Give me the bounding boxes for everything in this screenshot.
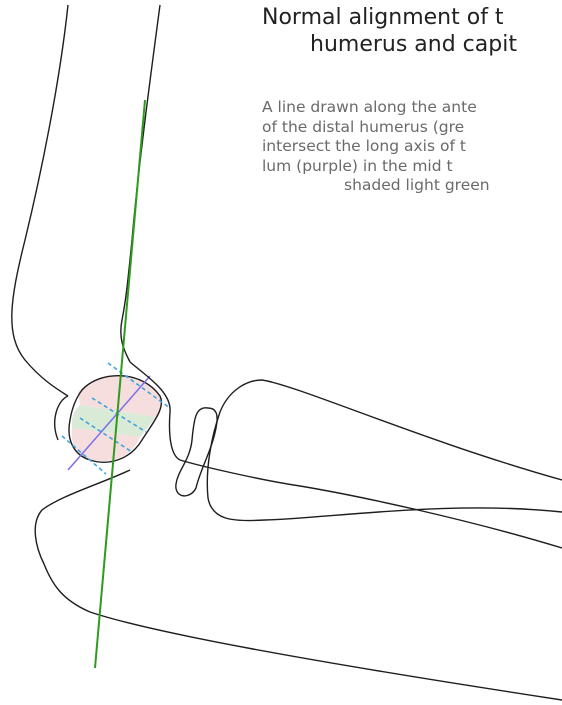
olecranon-outline <box>55 396 68 440</box>
humerus-outline <box>12 5 68 396</box>
ulna-outline <box>130 362 562 548</box>
description-line-2: of the distal humerus (gre <box>262 118 562 138</box>
radial-head-outline <box>176 408 217 496</box>
description-line-4: lum (purple) in the mid t <box>262 157 562 177</box>
description-line-3: intersect the long axis of t <box>262 137 562 157</box>
radius-outline <box>207 380 562 521</box>
radius-posterior-outline <box>262 380 562 480</box>
diagram-title: Normal alignment of t humerus and capit <box>262 4 562 58</box>
ulna-body-outline <box>35 470 562 700</box>
description-line-1: A line drawn along the ante <box>262 98 562 118</box>
title-line-2: humerus and capit <box>262 31 562 58</box>
description-line-5: shaded light green <box>262 176 562 196</box>
diagram-description: A line drawn along the ante of the dista… <box>262 98 562 196</box>
title-line-1: Normal alignment of t <box>262 4 562 31</box>
